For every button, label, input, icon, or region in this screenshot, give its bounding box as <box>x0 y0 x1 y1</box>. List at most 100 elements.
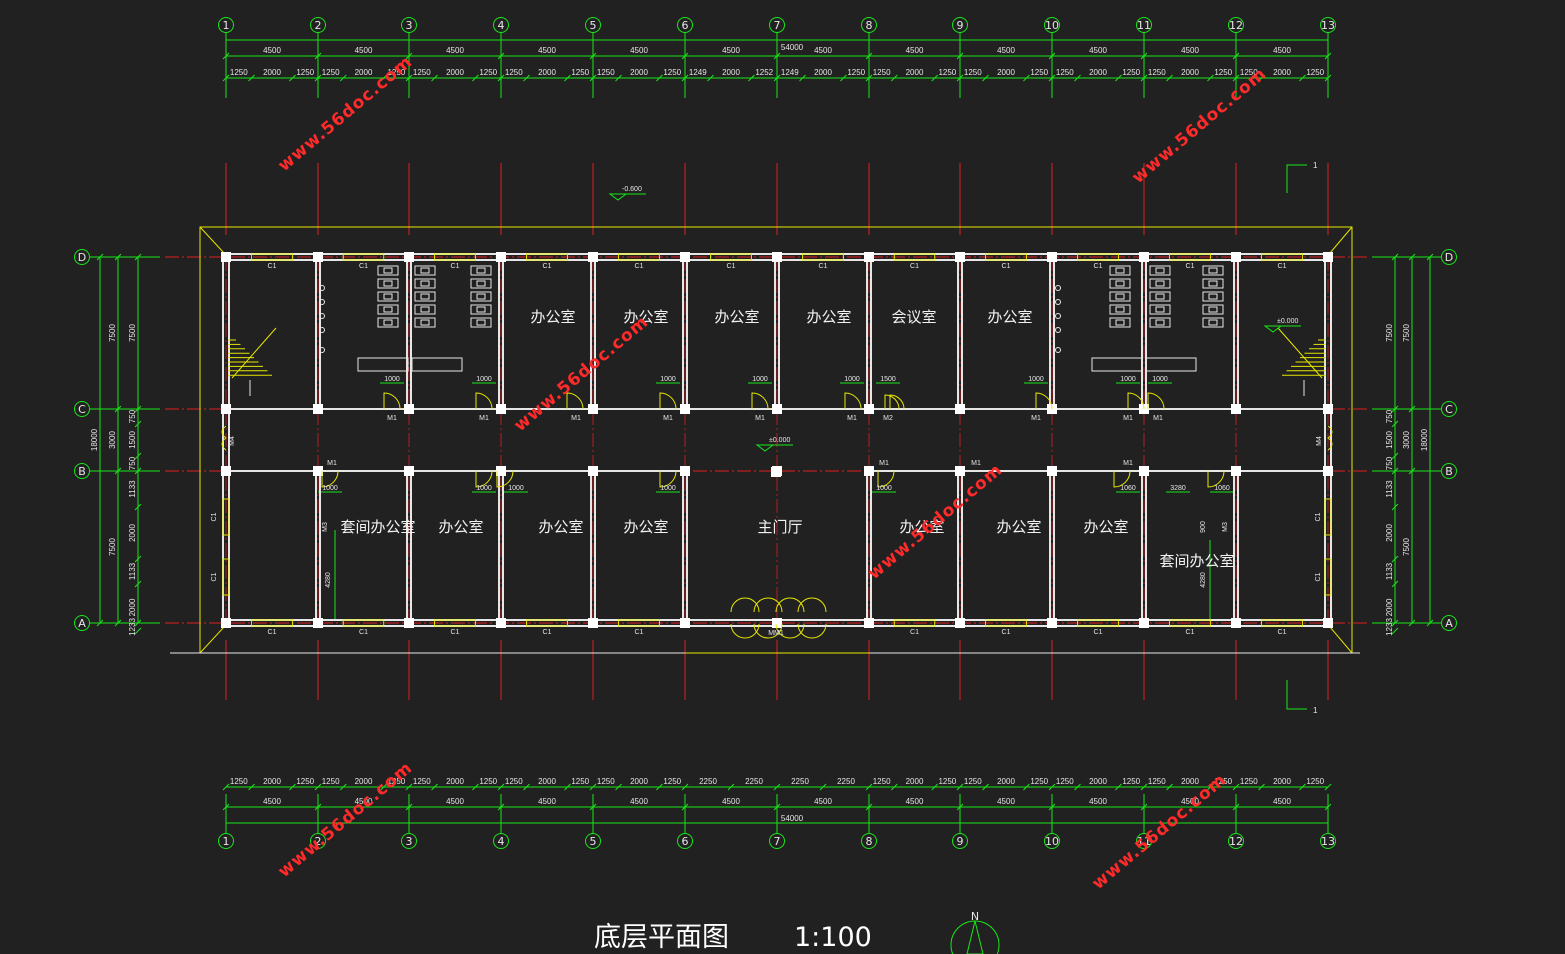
north-arrow-pointer <box>966 920 984 954</box>
stair-west-stringer <box>231 327 277 379</box>
bottom-detail-dim-label: 1250 <box>387 777 405 786</box>
structural-column <box>1231 466 1241 476</box>
window-label: C1 <box>1186 263 1195 270</box>
structural-column <box>772 252 782 262</box>
top-detail-dim-tick <box>314 74 322 82</box>
right-mid-dim-label: 7500 <box>1402 324 1411 342</box>
room-label-office: 办公室 <box>438 518 483 536</box>
top-detail-dim-tick <box>931 74 939 82</box>
room-label-office: 办公室 <box>623 518 668 536</box>
grid-bubble-A-right <box>1441 615 1457 631</box>
restroom-west-toilet <box>377 304 399 315</box>
main-door-swing <box>753 623 783 639</box>
left-inner-dim-tick <box>134 405 142 413</box>
grid-label-7-bottom: 7 <box>774 835 781 848</box>
hip-ridge <box>1329 626 1353 654</box>
window-south <box>342 619 385 627</box>
grid-label-5-top: 5 <box>590 19 597 32</box>
section-label-top: 1 <box>1313 161 1318 170</box>
top-bay-dim-tick <box>314 52 322 60</box>
bottom-bay-dim-tick <box>681 803 689 811</box>
bottom-detail-dim-tick <box>1299 783 1306 791</box>
dimension-lines <box>74 17 1457 849</box>
top-detail-dim-label: 2000 <box>722 68 740 77</box>
bottom-detail-dim-tick <box>1023 783 1030 791</box>
left-inner-dim-label: 1133 <box>128 562 137 580</box>
top-bay-dim-tick <box>1232 52 1240 60</box>
bottom-detail-dim-label: 2250 <box>699 777 717 786</box>
structural-column <box>1231 618 1241 628</box>
top-bay-dim-label: 4500 <box>446 46 464 55</box>
structural-column <box>680 466 690 476</box>
top-detail-dim-label: 2000 <box>906 68 924 77</box>
door-label: M1 <box>971 460 981 467</box>
bottom-detail-dim-tick <box>1115 783 1122 791</box>
grid-bubble-11-top <box>1136 17 1152 33</box>
top-detail-dim-label: 2000 <box>263 68 281 77</box>
top-bay-dim-label: 4500 <box>355 46 373 55</box>
grid-bubble-6-bottom <box>677 833 693 849</box>
top-detail-dim-label: 2000 <box>1089 68 1107 77</box>
door-dim-label: 1000 <box>660 376 676 383</box>
top-detail-dim-label: 1250 <box>505 68 523 77</box>
restroom-west-toilet <box>470 304 492 315</box>
window-label: C1 <box>359 629 368 636</box>
structural-column <box>680 404 690 414</box>
restroom-east-toilet <box>1202 265 1224 276</box>
grid-label-8-top: 8 <box>866 19 873 32</box>
right-inner-dim-tick <box>1391 452 1399 460</box>
bottom-bay-dim-tick <box>405 803 413 811</box>
grid-label-8-bottom: 8 <box>866 835 873 848</box>
bottom-detail-dim-label: 2000 <box>263 777 281 786</box>
bottom-bay-dim-label: 4500 <box>1273 797 1291 806</box>
grid-label-3-top: 3 <box>406 19 413 32</box>
structural-column <box>221 466 231 476</box>
grid-label-C-right: C <box>1445 403 1453 416</box>
top-detail-dim-tick <box>681 74 689 82</box>
restroom-east-toilet <box>1109 265 1131 276</box>
structural-column <box>313 404 323 414</box>
structural-column <box>680 252 690 262</box>
grid-label-10-top: 10 <box>1045 19 1059 32</box>
grid-bubble-7-top <box>769 17 785 33</box>
structural-column <box>864 252 874 262</box>
window-label: C1 <box>635 263 644 270</box>
level-outside-symbol <box>608 193 646 201</box>
right-inner-dim-label: 1133 <box>1385 480 1394 498</box>
axis-lines <box>165 163 1370 700</box>
door-label: M1 <box>755 415 765 422</box>
structural-column <box>588 618 598 628</box>
top-detail-dim-tick <box>222 74 230 82</box>
structural-column <box>1323 466 1333 476</box>
right-outer-dim-tick <box>1426 619 1434 627</box>
grid-label-12-top: 12 <box>1229 19 1243 32</box>
window-label: C1 <box>1002 629 1011 636</box>
window-label: C1 <box>819 263 828 270</box>
bottom-detail-dim-tick <box>497 783 505 791</box>
top-bay-dim-tick <box>222 52 230 60</box>
walls <box>221 252 1333 639</box>
right-outer-dim-tick <box>1426 253 1434 261</box>
left-inner-dim-tick <box>134 580 142 588</box>
door-label: M3 <box>1222 522 1229 532</box>
top-bay-dim-tick <box>1140 52 1148 60</box>
grid-label-12-bottom: 12 <box>1229 835 1243 848</box>
grid-label-11-bottom: 11 <box>1137 835 1151 848</box>
door-dim-label: 1060 <box>1120 485 1136 492</box>
top-total-label: 54000 <box>781 43 804 52</box>
grid-bubble-8-bottom <box>861 833 877 849</box>
restroom-east-toilet <box>1202 317 1224 328</box>
bottom-detail-dim-tick <box>1048 783 1056 791</box>
bottom-detail-dim-tick <box>1232 783 1240 791</box>
top-detail-dim-tick <box>656 74 663 82</box>
window-label: C1 <box>211 512 218 521</box>
grid-label-4-bottom: 4 <box>498 835 505 848</box>
level-stair-label: ±0.000 <box>1277 318 1298 325</box>
top-detail-dim-tick <box>564 74 571 82</box>
window-north <box>893 253 936 261</box>
bottom-detail-dim-label: 1250 <box>597 777 615 786</box>
structural-column <box>1139 618 1149 628</box>
window-north <box>710 253 752 261</box>
grid-label-11-top: 11 <box>1137 19 1151 32</box>
bottom-detail-dim-tick <box>773 783 781 791</box>
